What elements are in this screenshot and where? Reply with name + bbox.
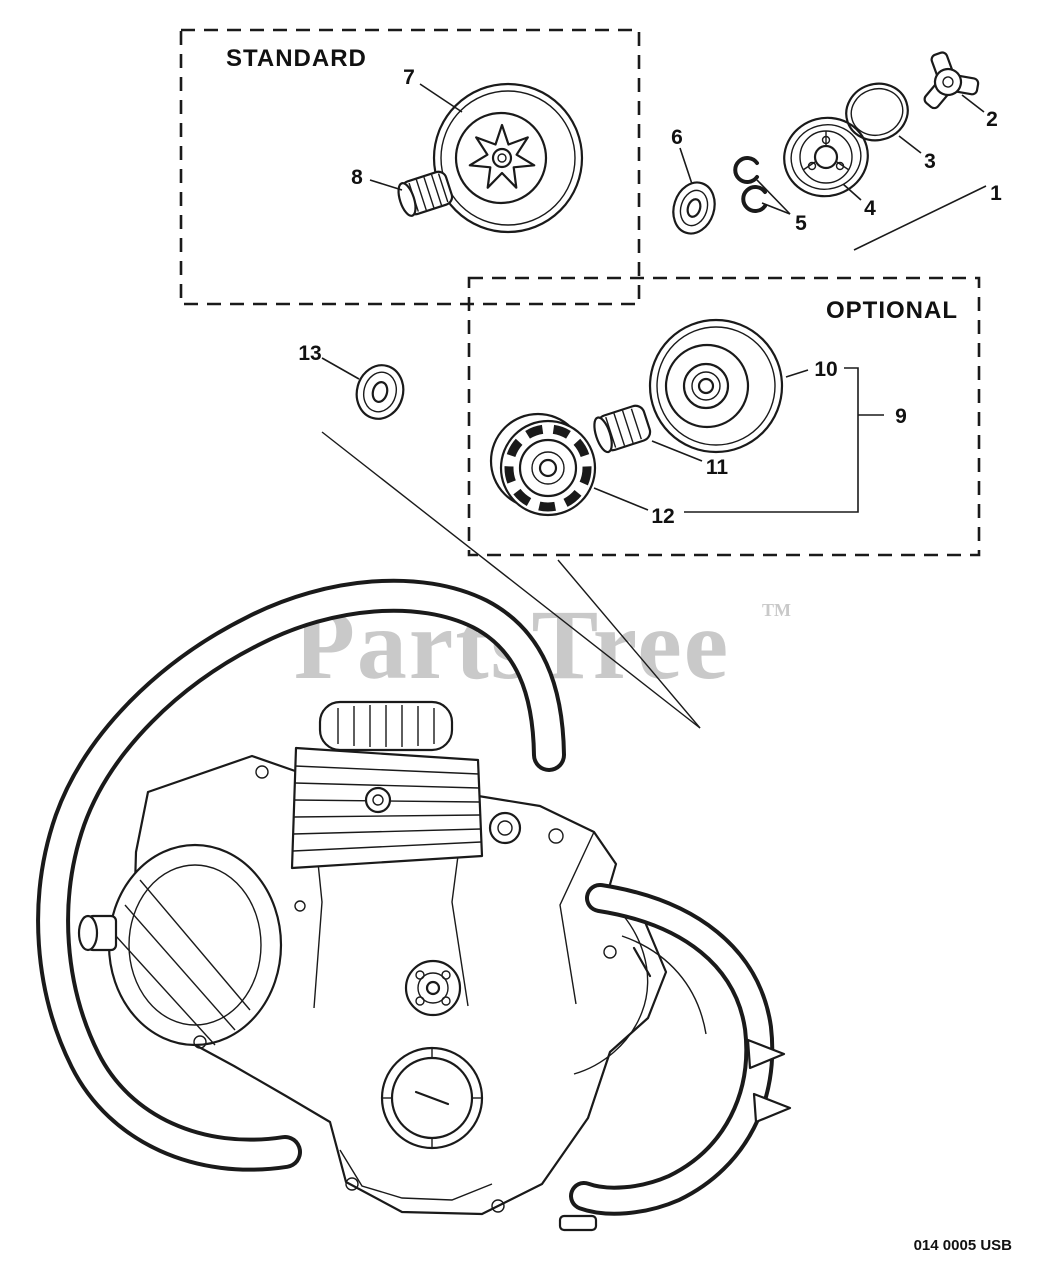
callout-13: 13 [298, 342, 321, 365]
intake-boss [488, 811, 522, 845]
crankcase-body [132, 754, 668, 1216]
callout-5: 5 [795, 212, 807, 235]
callout-numbers: 1 2 3 4 5 6 7 8 9 10 11 12 13 [298, 66, 1002, 528]
callout-6: 6 [671, 126, 683, 149]
callout-2: 2 [986, 108, 998, 131]
part-needle-bearing-11 [593, 404, 652, 454]
rear-handle [569, 883, 775, 1216]
callout-11: 11 [706, 456, 729, 479]
part-clutch-4 [783, 116, 869, 198]
callout-1: 1 [990, 182, 1002, 205]
part-rim-sprocket-12 [489, 412, 597, 517]
diagram-code: 014 0005 USB [914, 1237, 1013, 1254]
part-clutch-drum-10 [648, 318, 784, 454]
callout-12: 12 [651, 505, 674, 528]
watermark-tm: TM [762, 600, 791, 620]
part-washer-6 [672, 181, 716, 235]
part-clutch-drum-7 [432, 82, 584, 234]
callout-3: 3 [924, 150, 936, 173]
fuel-cap [380, 1046, 484, 1150]
optional-group-box [467, 276, 981, 557]
bottom-foot [558, 1214, 598, 1232]
part-o-ring-3 [845, 82, 909, 142]
leader-lines [321, 83, 987, 513]
standard-group-label: STANDARD [226, 45, 367, 72]
callout-7: 7 [403, 66, 415, 89]
callout-4: 4 [864, 197, 876, 220]
callout-10: 10 [814, 358, 837, 381]
spark-plug-boss [364, 786, 392, 814]
throttle-trigger [632, 946, 652, 978]
cylinder-assembly [290, 700, 522, 870]
optional-group-label: OPTIONAL [826, 297, 958, 324]
part-washer-13 [355, 364, 405, 420]
assembly-alignment-lines [321, 431, 701, 729]
part-needle-bearing-8 [397, 170, 454, 217]
crankshaft-hub [404, 959, 462, 1017]
part-retainer-2 [923, 51, 980, 110]
chainsaw-illustration [36, 578, 792, 1232]
callout-8: 8 [351, 166, 363, 189]
bucking-spikes [746, 1038, 792, 1124]
screws [193, 765, 617, 1213]
callout-9: 9 [895, 405, 907, 428]
part-e-clips-5 [733, 156, 767, 213]
front-handle [36, 578, 566, 1172]
flywheel-cover [77, 843, 283, 1047]
